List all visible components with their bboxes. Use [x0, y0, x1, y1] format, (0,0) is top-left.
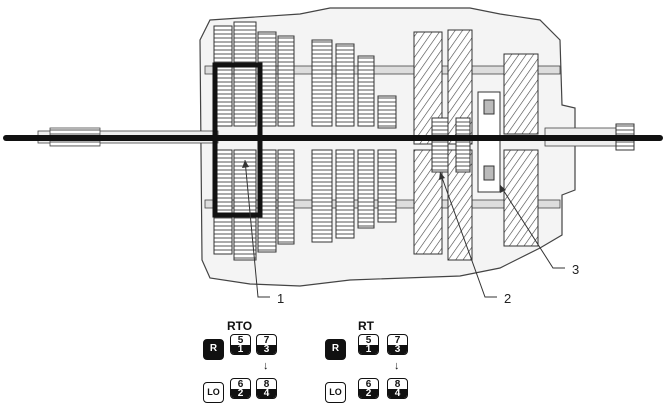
low-key: LO — [325, 382, 346, 403]
reverse-key: R — [203, 339, 224, 360]
low-key: LO — [203, 382, 224, 403]
shift-pattern-title: RTO — [227, 319, 253, 333]
range-synchronizer — [431, 91, 501, 193]
shift-pattern-title: RT — [358, 319, 374, 333]
highlight-box — [212, 62, 263, 218]
callout-2-label: 2 — [504, 291, 512, 306]
callout-3-label: 3 — [572, 262, 580, 277]
reverse-key: R — [325, 339, 346, 360]
callout-3-leader — [499, 184, 565, 269]
callout-1-label: 1 — [277, 291, 285, 306]
shift-arrow-down-icon: ↓ — [394, 360, 400, 372]
callout-2-leader — [439, 171, 497, 298]
upper-gear-stack — [213, 21, 539, 145]
shift-arrow-down-icon: ↓ — [263, 360, 269, 372]
callout-1-leader — [244, 159, 270, 298]
upper-countershaft — [204, 65, 561, 75]
